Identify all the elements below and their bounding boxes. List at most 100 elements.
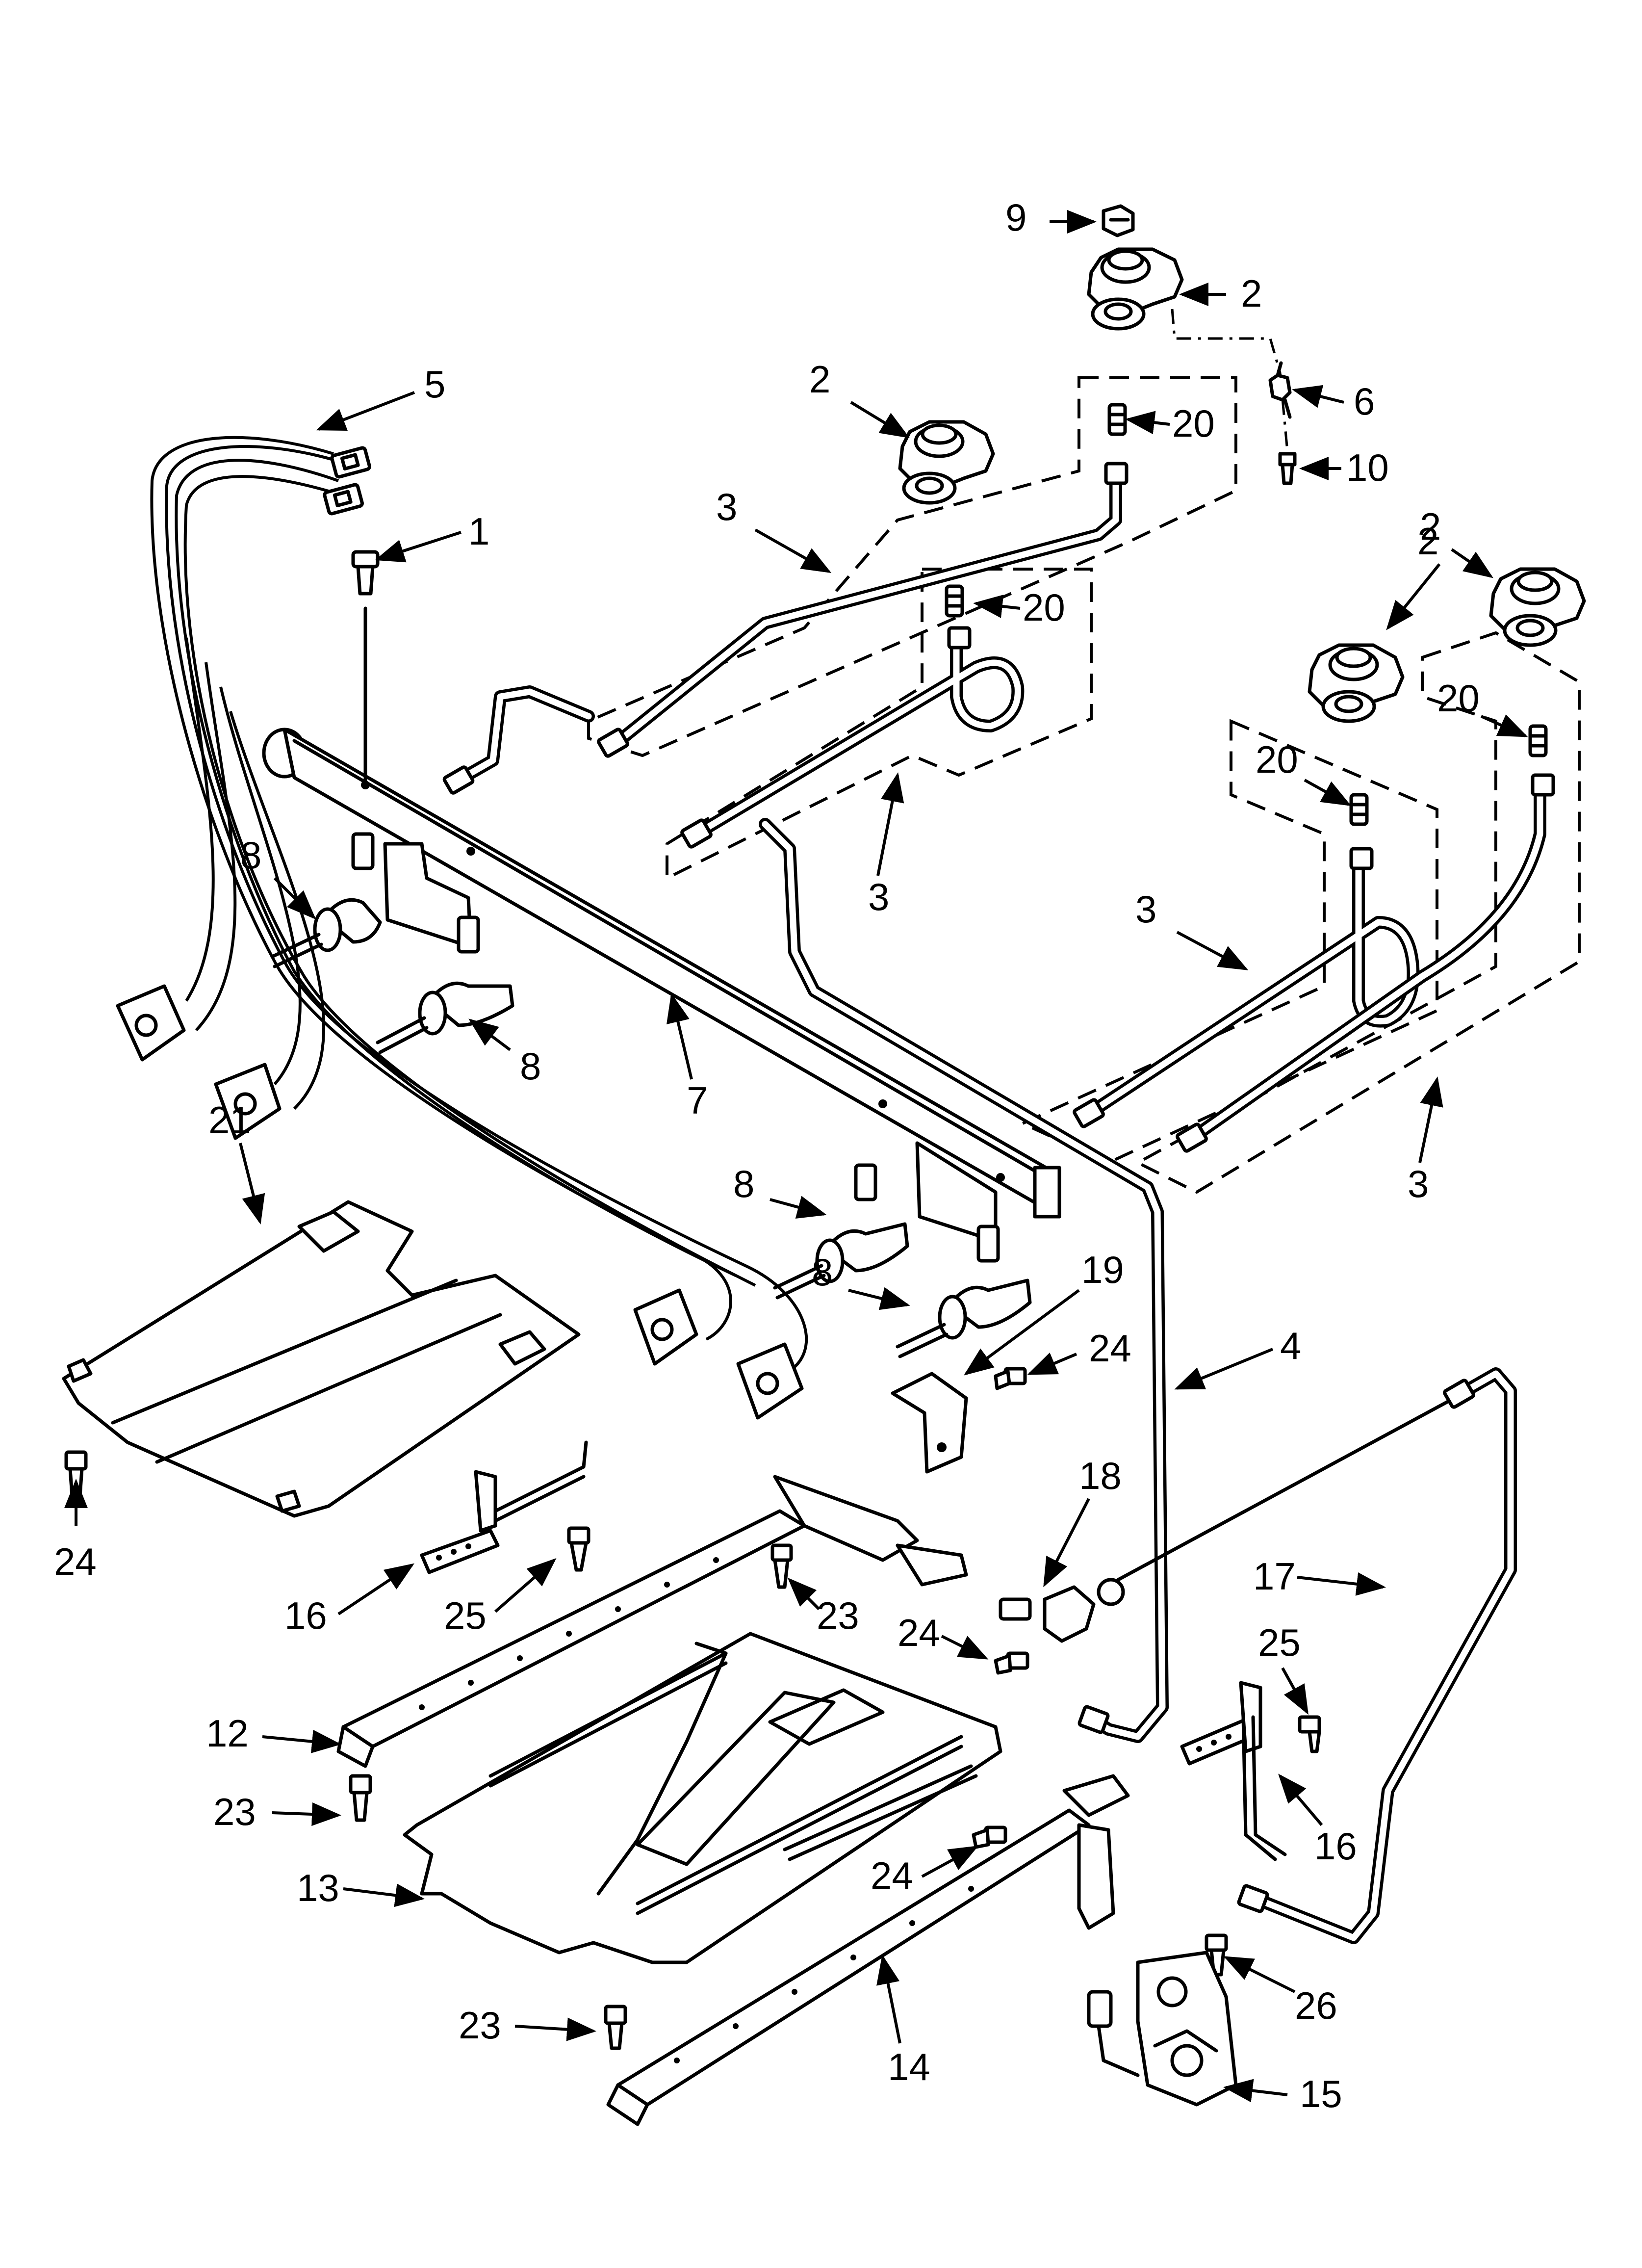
callout-label-c3d: 3 [1408,1162,1429,1205]
callout-label-c18: 18 [1079,1454,1122,1497]
orifice-spud-d [1349,793,1369,826]
callout-label-c24a: 24 [1089,1327,1131,1370]
leader-c26 [1223,1956,1296,1993]
leader-c16b [1278,1773,1323,1826]
callout-label-c16b: 16 [1314,1825,1357,1868]
leader-c23b [272,1802,341,1826]
leader-c17 [1297,1572,1386,1596]
callout-label-c25a: 25 [444,1594,487,1637]
callout-label-c1: 1 [468,510,489,553]
leader-c12 [262,1729,341,1753]
tube-outline-front-right [1134,631,1581,1194]
leader-c18 [1043,1498,1090,1588]
screw-electrode [1278,452,1297,485]
burner-valve-1 [270,832,382,968]
leader-c13 [343,1883,425,1907]
callout-label-c8d: 8 [812,1251,833,1294]
callout-label-c24d: 24 [871,1854,913,1897]
leader-c23c [514,2017,596,2041]
callout-label-c19: 19 [1081,1248,1124,1291]
manifold-brackets [383,842,1061,1243]
leader-c24d [921,1846,979,1878]
callout-label-c3c: 3 [1135,887,1156,931]
callout-label-c24b: 24 [54,1540,97,1583]
valve-switches [116,984,804,1420]
callout-label-c2c: 2 [1420,505,1441,548]
leader-c4 [1174,1348,1274,1390]
orifice-spud-c [1528,724,1548,757]
callout-label-c2a: 2 [1241,272,1262,315]
oven-burner-upper [336,1475,968,1768]
leader-c3c [1176,931,1249,970]
leader-c25a [494,1558,557,1613]
leader-c8b [468,1018,511,1051]
leader-c20a [1125,411,1170,435]
leader-c24c [941,1635,989,1660]
burner-baffle [403,1632,1002,1964]
burner-tube-front-right [1185,783,1546,1145]
leader-c23a [787,1577,821,1611]
leader-c21 [239,1143,265,1225]
callout-label-c2d: 2 [1417,520,1438,563]
oven-burner-lower [606,1774,1130,2126]
bracket-19 [891,1372,968,1474]
callout-label-c2b: 2 [809,358,830,401]
callout-label-c21: 21 [208,1098,251,1142]
leader-c8a [273,877,316,920]
burner-valve-3 [773,1163,909,1300]
callout-label-c8a: 8 [240,834,261,877]
callout-label-c25b: 25 [1258,1621,1301,1664]
safety-valve [1087,1951,1238,2107]
orifice-spud-a [1107,403,1127,436]
leader-c14 [876,1955,901,2044]
orifice-spud-b [945,584,964,618]
manifold-pipe [262,728,1061,1219]
callout-label-c23c: 23 [459,2004,501,2047]
callout-label-c16a: 16 [284,1594,327,1637]
wire-harness [150,436,808,1375]
burner-valve-4 [896,1225,1032,1358]
callout-label-c26: 26 [1295,1984,1337,2027]
leader-c1 [375,531,462,563]
leader-c6 [1292,385,1344,408]
callout-label-c13: 13 [297,1866,339,1909]
leader-c15 [1223,2079,1288,2103]
oven-supply-tube [1237,1367,1517,1944]
orifice-nut-hex [1102,204,1135,237]
burner-tube-rear-left [690,634,1025,840]
callout-label-c20a: 20 [1172,402,1215,445]
callout-label-c9: 9 [1005,196,1026,239]
leader-c3a [754,528,832,573]
leader-c3d [1418,1076,1443,1163]
igniter-left [420,1440,588,1574]
igniter-right [1180,1681,1287,1861]
burner-base-front-right [1489,567,1586,647]
heat-shield-panel [62,1200,581,1518]
callout-label-c14: 14 [888,2045,930,2088]
tube-outline-rear-right [587,376,1237,757]
tube-outline-rear-left [666,568,1093,881]
leader-c2c [1451,548,1493,578]
callout-label-c15: 15 [1300,2072,1342,2115]
leader-c24a [1027,1352,1078,1375]
harness-connectors [323,446,371,516]
leader-c25b [1281,1667,1308,1715]
callout-label-c8c: 8 [733,1162,754,1205]
callout-label-c20d: 20 [1256,738,1298,781]
leader-c5 [316,391,415,431]
leader-c8c [770,1196,827,1219]
leader-c2b [850,401,910,439]
tube-fittings [597,462,1555,1153]
spark-electrode [1268,361,1292,419]
callout-label-c10: 10 [1346,446,1389,489]
callout-label-c5: 5 [424,363,445,406]
leader-c8d [848,1287,910,1310]
burner-tube-rear-right [607,472,1122,752]
burner-base-front-left [1308,643,1405,723]
leader-c20b [973,595,1021,618]
leader-c16a [337,1563,414,1616]
burner-base-rear-right [1087,247,1184,331]
leader-c3b [876,772,904,876]
